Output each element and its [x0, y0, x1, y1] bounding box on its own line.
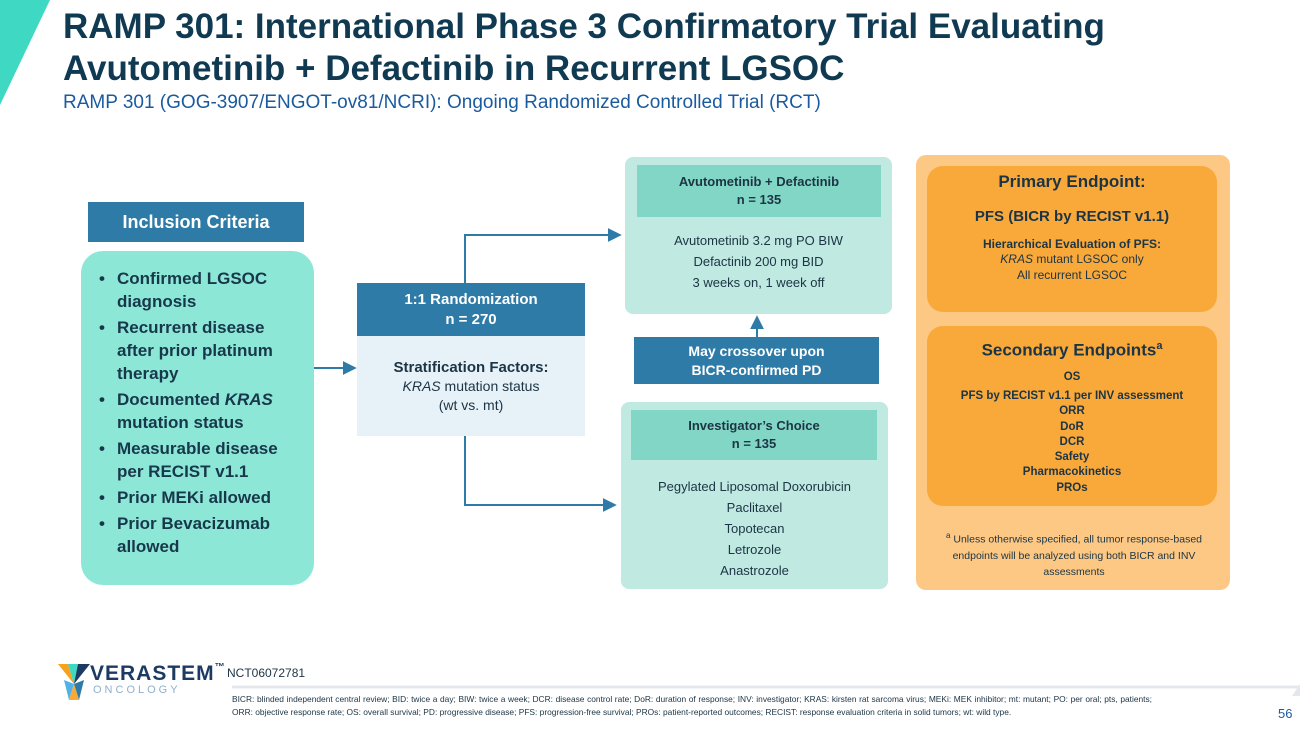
- page-subtitle: RAMP 301 (GOG-3907/ENGOT-ov81/NCRI): Ong…: [63, 92, 821, 113]
- regimen-line: 3 weeks on, 1 week off: [692, 275, 825, 290]
- regimen-line: Defactinib 200 mg BID: [693, 254, 824, 269]
- primary-endpoint-title: Primary Endpoint:: [998, 172, 1146, 191]
- treatment-option: Topotecan: [724, 521, 785, 536]
- hierarchical-evaluation: Hierarchical Evaluation of PFS:: [982, 237, 1162, 251]
- arm-b-n: n = 135: [731, 436, 777, 451]
- treatment-option: Paclitaxel: [726, 500, 783, 515]
- abbreviations: BICR: blinded independent central review…: [232, 694, 1152, 717]
- secondary-endpoints-box: Secondary Endpointsa OS PFS by RECIST v1…: [927, 326, 1217, 506]
- title-line-1: RAMP 301: International Phase 3 Confirma…: [63, 7, 1105, 46]
- title-line-2: Avutometinib + Defactinib in Recurrent L…: [63, 49, 845, 88]
- inclusion-item: Recurrent disease after prior platinum t…: [95, 316, 304, 385]
- secondary-endpoint: PROs: [1056, 481, 1088, 494]
- crossover-line-1: May crossover upon: [688, 342, 825, 359]
- treatment-option: Letrozole: [727, 542, 782, 557]
- endpoint-footnote: a Unless otherwise specified, all tumor …: [946, 531, 1202, 578]
- primary-endpoint-pfs: PFS (BICR by RECIST v1.1): [974, 208, 1170, 225]
- inclusion-criteria-list: Confirmed LGSOC diagnosis Recurrent dise…: [95, 267, 304, 558]
- inclusion-item: Confirmed LGSOC diagnosis: [95, 267, 304, 313]
- secondary-endpoint: PFS by RECIST v1.1 per INV assessment: [960, 389, 1184, 402]
- primary-endpoint-box: Primary Endpoint: PFS (BICR by RECIST v1…: [927, 166, 1217, 312]
- regimen-line: Avutometinib 3.2 mg PO BIW: [674, 233, 843, 248]
- logo-subtitle: ONCOLOGY: [93, 684, 181, 696]
- arm-b-box: Investigator’s Choice n = 135 Pegylated …: [621, 402, 888, 589]
- treatment-option: Pegylated Liposomal Doxorubicin: [658, 479, 851, 494]
- corner-accent: [0, 0, 50, 105]
- inclusion-item: Measurable disease per RECIST v1.1: [95, 437, 304, 483]
- arm-b-title: Investigator’s Choice: [688, 418, 820, 433]
- randomization-title: 1:1 Randomization: [404, 290, 538, 308]
- randomization-header: 1:1 Randomization n = 270: [357, 283, 585, 336]
- treatment-option: Anastrozole: [720, 563, 789, 578]
- arm-a-title: Avutometinib + Defactinib: [678, 174, 840, 189]
- secondary-endpoint: OS: [1063, 370, 1081, 383]
- inclusion-item: Prior Bevacizumab allowed: [95, 512, 304, 558]
- secondary-endpoints-title: Secondary Endpointsa: [981, 340, 1163, 360]
- secondary-endpoint: ORR: [1059, 405, 1085, 418]
- secondary-endpoint: DCR: [1059, 435, 1085, 448]
- stratification-values: (wt vs. mt): [438, 397, 504, 413]
- arrow-to-arm-b: [464, 436, 617, 512]
- footer-divider: [232, 684, 1300, 696]
- arm-a-regimen: Avutometinib 3.2 mg PO BIW Defactinib 20…: [625, 230, 892, 293]
- crossover-box: May crossover upon BICR-confirmed PD: [634, 337, 879, 384]
- secondary-endpoint: Safety: [1054, 451, 1090, 464]
- secondary-endpoint: Pharmacokinetics: [1022, 466, 1122, 479]
- secondary-endpoints-list: OS PFS by RECIST v1.1 per INV assessment…: [927, 370, 1217, 496]
- arm-a-header: Avutometinib + Defactinib n = 135: [637, 165, 881, 217]
- arm-a-box: Avutometinib + Defactinib n = 135 Avutom…: [625, 157, 892, 314]
- hierarchy-all: All recurrent LGSOC: [1016, 268, 1128, 282]
- arm-b-header: Investigator’s Choice n = 135: [631, 410, 877, 460]
- inclusion-item: Prior MEKi allowed: [95, 486, 304, 509]
- arm-a-n: n = 135: [736, 192, 782, 207]
- logo-wordmark: VERASTEM™: [90, 662, 226, 685]
- inclusion-criteria-box: Confirmed LGSOC diagnosis Recurrent dise…: [81, 251, 314, 585]
- arm-b-options: Pegylated Liposomal Doxorubicin Paclitax…: [621, 476, 888, 581]
- stratification-title: Stratification Factors:: [393, 359, 549, 376]
- inclusion-criteria-header: Inclusion Criteria: [88, 202, 304, 242]
- page-title: RAMP 301: International Phase 3 Confirma…: [63, 6, 1263, 90]
- hierarchy-kras: KRAS mutant LGSOC only: [1000, 252, 1144, 266]
- trial-id: NCT06072781: [227, 666, 306, 680]
- stratification-box: Stratification Factors: KRAS mutation st…: [357, 336, 585, 436]
- arrow-to-arm-a: [464, 228, 622, 283]
- secondary-endpoint: DoR: [1060, 420, 1084, 433]
- crossover-line-2: BICR-confirmed PD: [691, 361, 822, 378]
- inclusion-item: Documented KRAS mutation status: [95, 388, 304, 434]
- verastem-logo-icon: [58, 664, 90, 700]
- randomization-n: n = 270: [445, 310, 497, 328]
- stratification-factor: KRAS mutation status: [402, 378, 540, 394]
- page-number: 56: [1278, 706, 1293, 721]
